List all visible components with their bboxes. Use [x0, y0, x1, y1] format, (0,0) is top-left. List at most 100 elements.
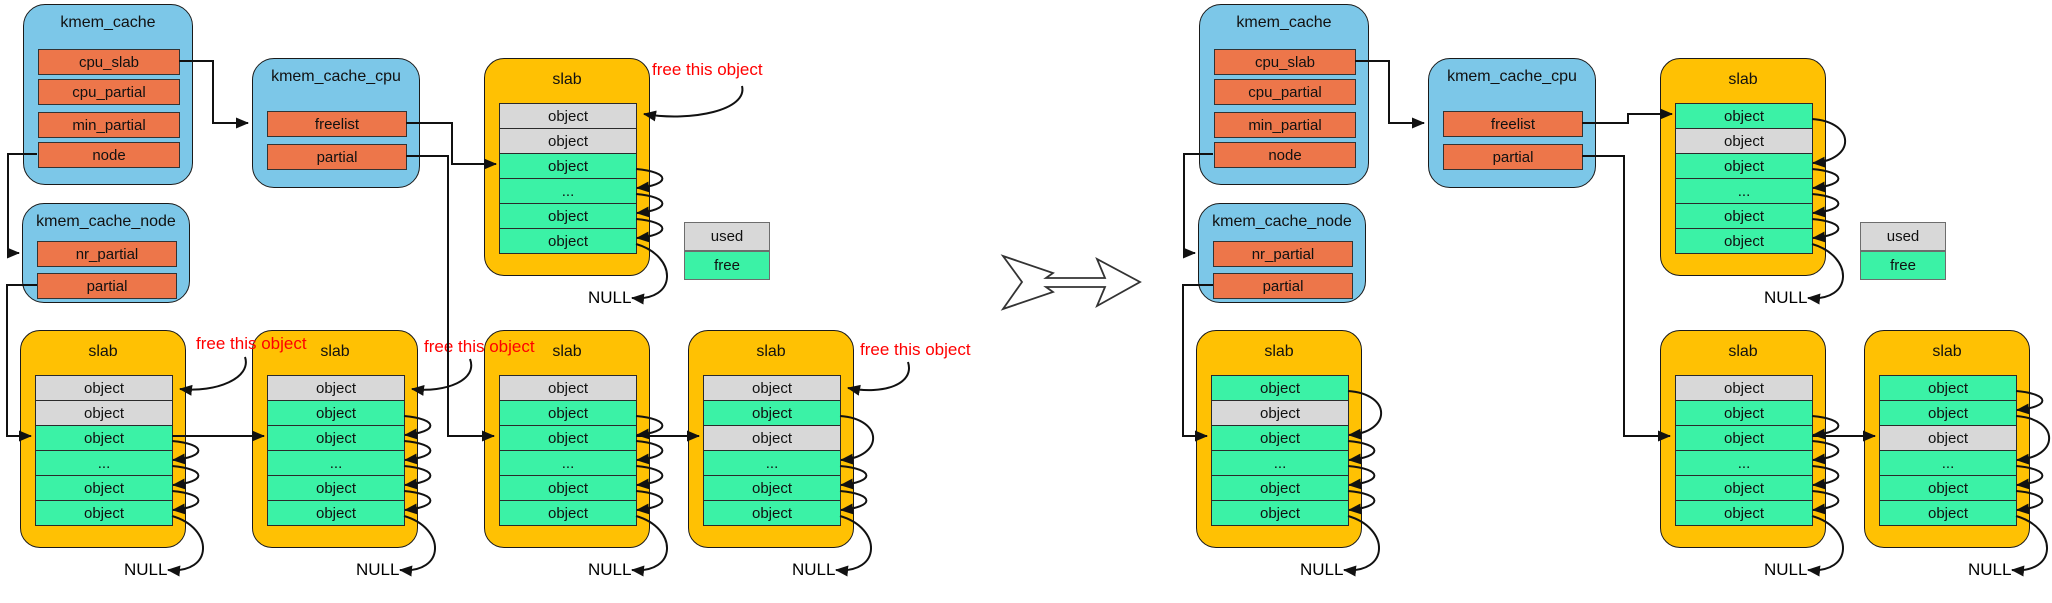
null-label: NULL [792, 560, 836, 579]
object-row-free: object [1675, 228, 1813, 254]
object-row-free: object [499, 203, 637, 229]
object-row-free: object [1675, 103, 1813, 129]
object-row-free: object [1675, 400, 1813, 426]
null-label: NULL [356, 560, 400, 579]
object-row-free: object [499, 475, 637, 501]
object-row-free: object [1675, 475, 1813, 501]
field-freelist: freelist [267, 111, 407, 137]
slab-title: slab [1728, 71, 1758, 88]
object-row-used: object [1211, 400, 1349, 426]
object-row-free: ... [1675, 450, 1813, 476]
legend-used: used [1860, 222, 1946, 251]
object-row-free: object [499, 153, 637, 179]
field-partial: partial [267, 144, 407, 170]
object-row-free: ... [499, 178, 637, 204]
object-row-free: ... [703, 450, 841, 476]
object-row-free: ... [35, 450, 173, 476]
struct-title: kmem_cache [60, 14, 156, 31]
object-row-used: object [499, 375, 637, 401]
free-annotation-arrow [643, 85, 744, 122]
object-row-free: ... [1675, 178, 1813, 204]
free-annotation: free this object [196, 334, 307, 353]
struct-box-kmem-cache-left: kmem_cache cpu_slab cpu_partial min_partial… [23, 4, 193, 185]
struct-title: kmem_cache_node [36, 213, 176, 230]
object-row-free: object [267, 425, 405, 451]
free-annotation-arrow [179, 356, 247, 396]
object-row-used: object [499, 103, 637, 129]
field-min-partial: min_partial [38, 112, 180, 138]
slab-title: slab [552, 343, 582, 360]
transition-arrow [1000, 254, 1142, 311]
object-row-free: object [35, 425, 173, 451]
free-annotation: free this object [424, 337, 535, 356]
null-label: NULL [588, 560, 632, 579]
object-row-used: object [267, 375, 405, 401]
struct-title: kmem_cache_cpu [271, 68, 401, 85]
field-partial: partial [37, 273, 177, 299]
object-row-free: ... [499, 450, 637, 476]
field-nr-partial: nr_partial [1213, 241, 1353, 267]
field-min-partial: min_partial [1214, 112, 1356, 138]
field-partial: partial [1213, 273, 1353, 299]
object-row-free: object [1211, 500, 1349, 526]
struct-box-kmem-cache-cpu-left: kmem_cache_cpu freelist partial [252, 58, 420, 188]
struct-title: kmem_cache_node [1212, 213, 1352, 230]
field-node: node [38, 142, 180, 168]
legend-free: free [1860, 251, 1946, 280]
field-partial: partial [1443, 144, 1583, 170]
free-annotation-arrow [411, 358, 473, 396]
object-row-free: object [703, 400, 841, 426]
free-annotation: free this object [860, 340, 971, 359]
struct-title: kmem_cache [1236, 14, 1332, 31]
object-row-used: object [703, 425, 841, 451]
object-row-free: object [499, 500, 637, 526]
object-row-free: object [499, 400, 637, 426]
null-label: NULL [124, 560, 168, 579]
object-row-free: object [1675, 500, 1813, 526]
slab-title: slab [552, 71, 582, 88]
field-cpu-partial: cpu_partial [1214, 79, 1356, 105]
object-row-free: object [1675, 203, 1813, 229]
object-row-used: object [1675, 128, 1813, 154]
object-row-free: object [1879, 475, 2017, 501]
object-row-free: ... [1211, 450, 1349, 476]
pointer-arrow [406, 155, 495, 442]
object-row-free: object [1211, 425, 1349, 451]
object-row-free: object [267, 500, 405, 526]
slab-title: slab [1932, 343, 1962, 360]
slab-title: slab [1728, 343, 1758, 360]
object-row-free: object [703, 475, 841, 501]
legend-free: free [684, 251, 770, 280]
object-row-free: object [499, 425, 637, 451]
object-row-free: object [1879, 400, 2017, 426]
object-row-free: object [1675, 425, 1813, 451]
field-nr-partial: nr_partial [37, 241, 177, 267]
field-cpu-slab: cpu_slab [38, 49, 180, 75]
free-annotation: free this object [652, 60, 763, 79]
null-label: NULL [588, 288, 632, 307]
object-row-free: object [1879, 500, 2017, 526]
field-cpu-slab: cpu_slab [1214, 49, 1356, 75]
free-annotation-arrow [847, 361, 910, 396]
slab-title: slab [1264, 343, 1294, 360]
object-row-free: object [1211, 375, 1349, 401]
object-row-used: object [35, 400, 173, 426]
object-row-used: object [35, 375, 173, 401]
field-freelist: freelist [1443, 111, 1583, 137]
object-row-free: object [35, 500, 173, 526]
object-row-used: object [499, 128, 637, 154]
legend-used: used [684, 222, 770, 251]
pointer-arrow [1582, 155, 1671, 442]
field-cpu-partial: cpu_partial [38, 79, 180, 105]
object-row-free: object [35, 475, 173, 501]
slab-title: slab [88, 343, 118, 360]
object-row-free: object [1211, 475, 1349, 501]
